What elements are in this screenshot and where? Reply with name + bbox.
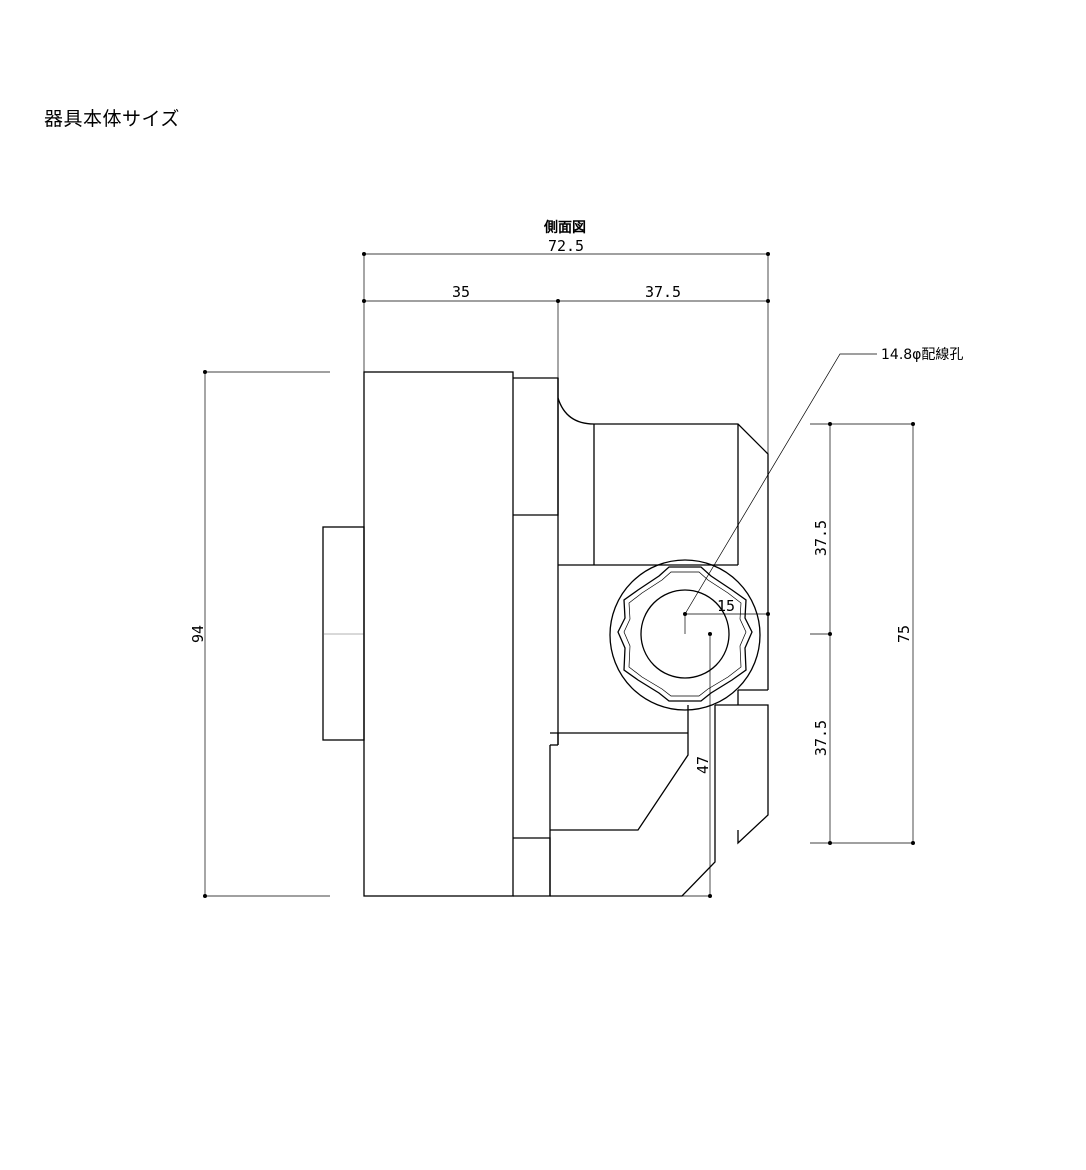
dimension-right-upper: 37.5 [812,422,832,636]
dimension-overall-width-label: 72.5 [548,237,584,255]
dimension-right-width-label: 37.5 [645,283,681,301]
dimension-right-upper-label: 37.5 [812,520,830,556]
dimension-left-width-label: 35 [452,283,470,301]
dimension-hole-height: 47 [682,634,712,898]
dimension-hole-height-label: 47 [694,756,712,774]
dimension-height: 94 [189,370,330,898]
dimension-hole-offset: 15 [684,597,770,634]
dimension-right-width: 37.5 [558,283,770,303]
dimension-height-label: 94 [189,625,207,643]
dimension-right-span-label: 75 [895,625,913,643]
dimension-right-lower-label: 37.5 [812,720,830,756]
page-heading: 器具本体サイズ [44,108,180,130]
hole-leader-note: 14.8φ配線孔 [684,347,963,615]
hole-note-label: 14.8φ配線孔 [881,347,963,363]
dimension-right-lower: 37.5 [812,634,832,845]
dimension-right-span: 75 [895,422,915,845]
wiring-hole [609,559,761,711]
dimension-hole-offset-label: 15 [717,597,735,615]
body-outline [322,371,769,897]
view-title: 側面図 [543,219,586,236]
dimension-overall-width: 72.5 [362,237,770,256]
dimension-left-width: 35 [362,283,560,303]
